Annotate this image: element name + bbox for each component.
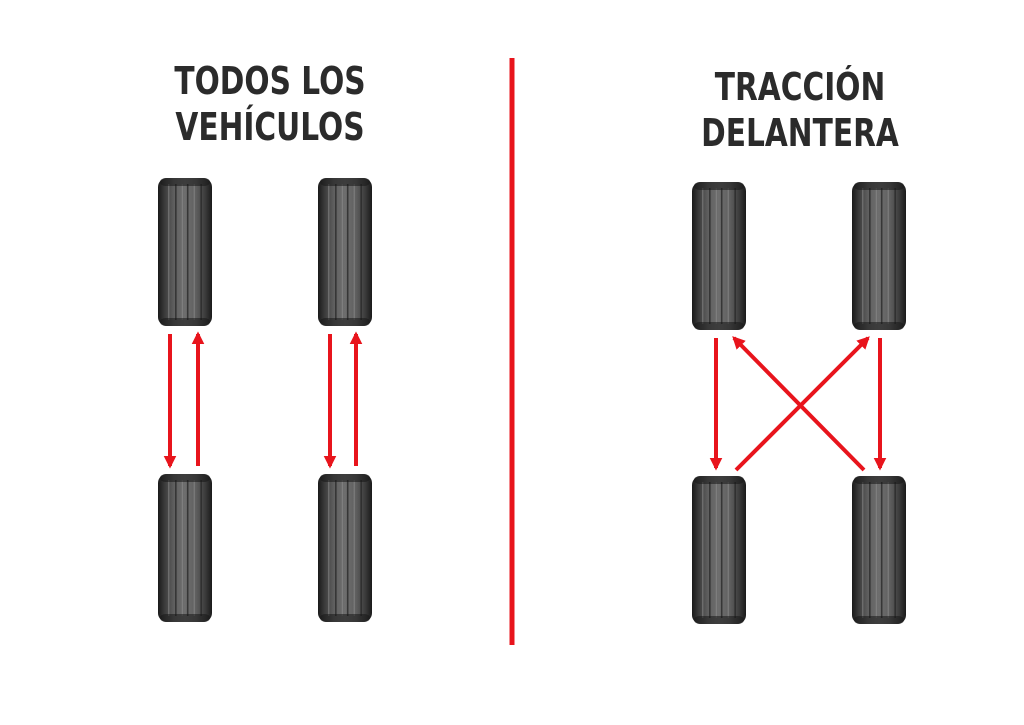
tire-icon [318, 474, 372, 622]
title-line-1: TODOS LOS [174, 59, 366, 103]
tire-cap [320, 474, 370, 482]
tire-cap [160, 474, 210, 482]
tire-cap [160, 614, 210, 622]
tire-cap [320, 178, 370, 186]
tire-icon [318, 178, 372, 326]
title-line-2: DELANTERA [701, 111, 899, 155]
title-line-1: TRACCIÓN [714, 65, 886, 109]
tire-icon [158, 474, 212, 622]
panel-title-front-wheel-drive: TRACCIÓN DELANTERA [683, 64, 917, 156]
tire-cap [854, 182, 904, 190]
title-line-2: VEHÍCULOS [175, 105, 365, 149]
tire-cap [694, 476, 744, 484]
tire-left-rear-left [158, 474, 212, 622]
arrow-right-rear-l-cross [734, 336, 870, 472]
tire-cap [320, 614, 370, 622]
tire-cap [694, 616, 744, 624]
tire-left-rear-right [318, 474, 372, 622]
tire-cap [160, 178, 210, 186]
arrow-group [163, 331, 887, 472]
tire-cap [854, 322, 904, 330]
tire-right-front-right [852, 182, 906, 330]
tire-icon [692, 476, 746, 624]
tire-group [158, 178, 906, 624]
tire-cap [854, 476, 904, 484]
panel-title-all-vehicles: TODOS LOS VEHÍCULOS [153, 58, 387, 150]
tire-right-rear-right [852, 476, 906, 624]
tire-icon [852, 476, 906, 624]
tire-cap [694, 182, 744, 190]
tire-left-front-right [318, 178, 372, 326]
tire-cap [160, 318, 210, 326]
tire-icon [158, 178, 212, 326]
tire-right-front-left [692, 182, 746, 330]
arrow-right-rear-r-cross [732, 336, 866, 472]
tire-left-front-left [158, 178, 212, 326]
tire-icon [852, 182, 906, 330]
tire-cap [854, 616, 904, 624]
tire-icon [692, 182, 746, 330]
tire-cap [320, 318, 370, 326]
tire-cap [694, 322, 744, 330]
tire-right-rear-left [692, 476, 746, 624]
